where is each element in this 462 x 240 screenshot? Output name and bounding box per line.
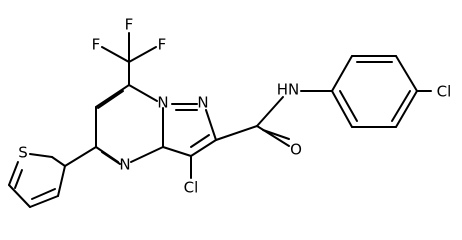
molecule-structure: F F F N N N S Cl HN O Cl xyxy=(8,16,452,208)
atom-label-n-pyrimidine: N xyxy=(119,156,130,174)
atom-label-nh-amide: HN xyxy=(277,81,300,99)
atom-label-s-thiophene: S xyxy=(18,144,28,162)
atom-label-f-left: F xyxy=(92,36,101,54)
molecule-canvas: F F F N N N S Cl HN O Cl xyxy=(8,16,452,208)
atom-label-cl-phenyl: Cl xyxy=(437,83,452,101)
trifluoromethyl-group xyxy=(101,32,157,63)
thiophene-ring xyxy=(8,146,97,208)
pyrazole-ring xyxy=(162,103,217,157)
chlorophenyl-ring xyxy=(331,55,432,128)
atom-label-n-pyrazole: N xyxy=(197,94,208,112)
atom-label-cl-ring: Cl xyxy=(184,179,199,197)
carboxamide-group xyxy=(215,90,333,147)
atom-label-f-right: F xyxy=(158,36,167,54)
atom-label-o-carbonyl: O xyxy=(290,141,302,159)
pyrimidine-ring xyxy=(95,61,164,165)
atom-label-n-bridge: N xyxy=(157,94,168,112)
atom-label-f-top: F xyxy=(125,16,134,34)
